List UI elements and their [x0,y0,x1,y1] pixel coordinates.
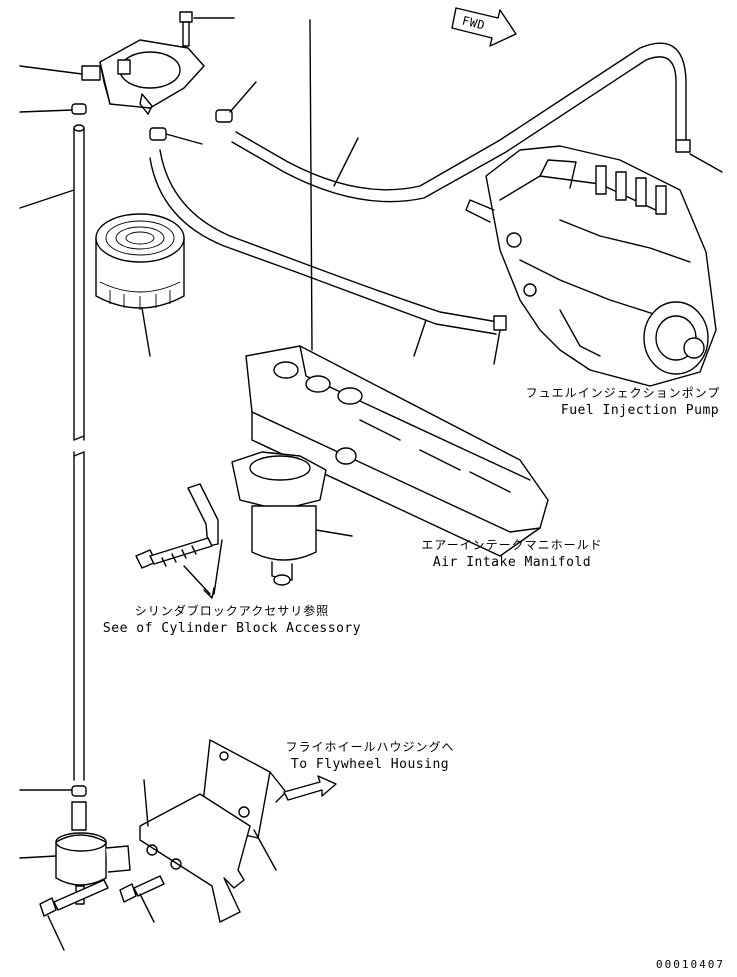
reference-line [309,19,313,351]
fuel-filter-element [95,213,185,310]
flywheel-housing-label-en: To Flywheel Housing [290,757,450,772]
flywheel-housing-label-jp: フライホイールハウジングへ [285,740,455,754]
separator-bracket [187,483,219,547]
flywheel-bracket [139,739,287,923]
fuel-injection-pump-label-en: Fuel Injection Pump [560,403,720,418]
hose-clamps [149,109,233,141]
fuel-injection-pump-label-jp: フュエルインジェクションポンプ [525,386,721,400]
flywheel-arrow [283,775,337,801]
bracket-bolt [135,537,213,569]
fuel-injection-pump [465,145,717,387]
drawing-number: 00010407 [656,958,725,971]
fuel-hose-lower [149,149,507,335]
head-bolt [179,11,235,47]
pipe-clamp-bottom [71,785,87,797]
fwd-arrow [451,7,517,47]
air-intake-manifold [245,345,549,557]
cylinder-block-ref-label-jp: シリンダブロックアクセサリ参照 [134,604,330,618]
reference-arrows [183,539,223,599]
fuel-hose-upper [231,42,691,203]
pipe-clamp-top [71,103,87,115]
water-separator [231,451,327,586]
cylinder-block-ref-label-en: See of Cylinder Block Accessory [102,621,362,636]
air-intake-manifold-label-jp: エアーインテークマニホールド [421,538,603,552]
lower-bolt-left [39,879,109,917]
lower-bolt-right [119,875,165,903]
air-intake-manifold-label-en: Air Intake Manifold [432,555,592,570]
vertical-fuel-pipe [73,124,85,781]
filter-head [81,39,205,115]
leader-lines [19,65,723,951]
